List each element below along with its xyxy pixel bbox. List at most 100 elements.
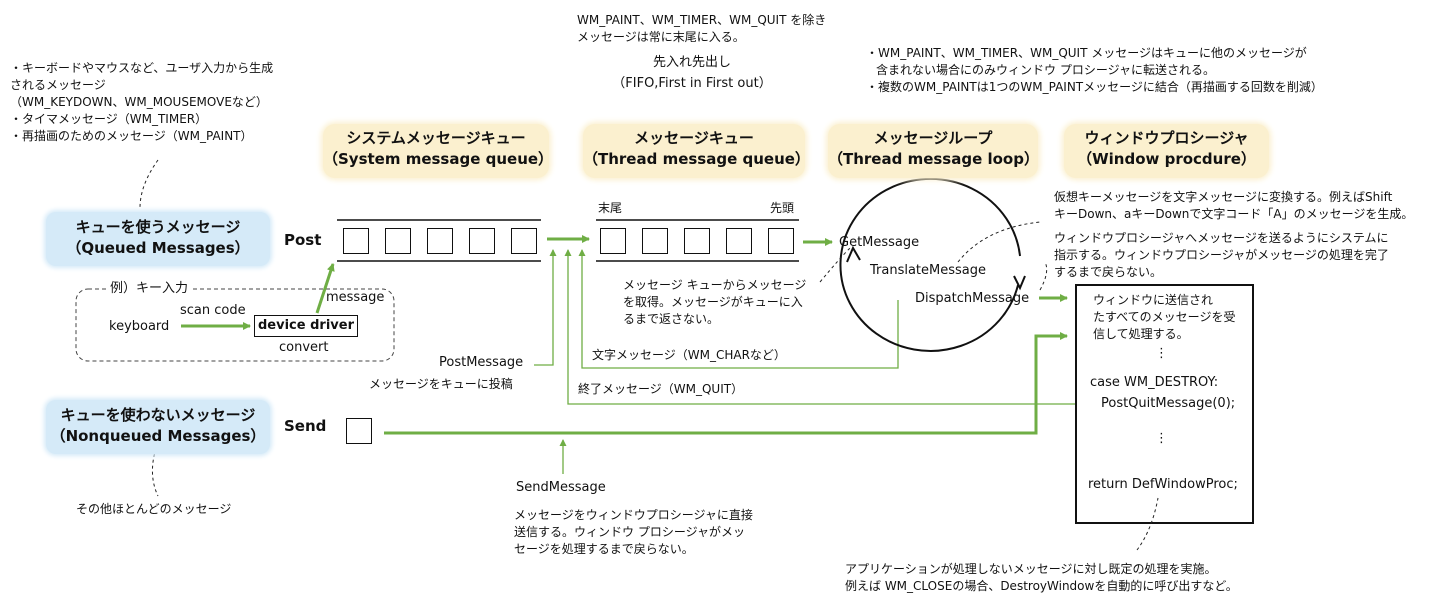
note-line: するまで戻らない。 — [1054, 265, 1163, 279]
message-label: message — [326, 290, 385, 305]
post-message-note: メッセージをキューに投稿 — [369, 377, 513, 391]
post-quit-message: PostQuitMessage(0); — [1101, 395, 1236, 413]
header-title: メッセージキュー — [634, 129, 754, 147]
get-message-note: メッセージ キューからメッセージ を取得。メッセージがキューに入 るまで返さない… — [623, 277, 806, 328]
example-box — [75, 288, 395, 362]
note-line: メッセージ キューからメッセージ — [623, 278, 807, 292]
send-message-label: SendMessage — [516, 480, 606, 495]
loop-arrowhead-right — [1013, 275, 1026, 291]
note-line: 例えば WM_CLOSEの場合、DestroyWindowを自動的に呼び出すなど… — [845, 579, 1238, 593]
thread-queue-slot — [726, 228, 752, 254]
input-message-note: ・キーボードやマウスなど、ユーザ入力から生成 されるメッセージ （WM_KEYD… — [10, 60, 273, 145]
system-queue-slot — [427, 228, 453, 254]
message-loop-circle — [839, 177, 1021, 352]
post-message-line — [534, 249, 557, 366]
convert-label: convert — [279, 340, 329, 355]
char-message-label: 文字メッセージ（WM_CHARなど） — [592, 348, 786, 362]
thread-queue-slot — [642, 228, 668, 254]
thread-queue-rails — [596, 219, 799, 262]
translate-note: 仮想キーメッセージを文字メッセージに変換する。例えばShift キーDown、a… — [1054, 189, 1413, 223]
keyboard-label: keyboard — [109, 319, 170, 334]
nonqueued-title: キューを使わないメッセージ — [60, 406, 256, 424]
quit-message-label: 終了メッセージ（WM_QUIT） — [578, 382, 744, 396]
loop-header: メッセージループ （Thread message loop） — [828, 124, 1039, 178]
send-message-note: メッセージをウィンドウプロシージャに直接 送信する。ウィンドウ プロシージャがメ… — [514, 507, 753, 558]
note-line: を取得。メッセージがキューに入 — [623, 295, 803, 309]
translate-message-label: TranslateMessage — [870, 263, 987, 278]
header-title: システムメッセージキュー — [346, 129, 526, 147]
system-queue-slot — [343, 228, 369, 254]
fifo-note: 先入れ先出し （FIFO,First in First out） — [592, 52, 792, 94]
char-message-line — [578, 249, 899, 369]
thread-queue-header: メッセージキュー （Thread message queue） — [583, 124, 810, 178]
queue-head-label: 先頭 — [770, 201, 795, 215]
note-line: ・タイマメッセージ（WM_TIMER） — [10, 112, 208, 126]
example-label: 例）キー入力 — [106, 280, 193, 298]
note-line: ・複数のWM_PAINTは1つのWM_PAINTメッセージに結合（再描画する回数… — [866, 80, 1323, 94]
get-message-label: GetMessage — [839, 235, 920, 250]
ellipsis-vertical: ⋮ — [1155, 431, 1168, 446]
dispatch-message-label: DispatchMessage — [915, 291, 1030, 306]
system-queue-header: システムメッセージキュー （System message queue） — [323, 124, 554, 178]
window-proc-header: ウィンドウプロシージャ （Window procdure） — [1064, 124, 1269, 178]
header-title: ウィンドウプロシージャ — [1084, 129, 1249, 147]
note-line: （WM_KEYDOWN、WM_MOUSEMOVEなど） — [10, 95, 268, 109]
note-line: WM_PAINT、WM_TIMER、WM_QUIT を除き — [577, 13, 827, 27]
note-line: 仮想キーメッセージを文字メッセージに変換する。例えばShift — [1054, 190, 1393, 204]
note-connectors — [139, 159, 1159, 551]
note-line: セージを処理するまで戻らない。 — [514, 542, 694, 556]
thread-queue-slot — [600, 228, 626, 254]
paint-note: ・WM_PAINT、WM_TIMER、WM_QUIT メッセージはキューに他のメ… — [866, 45, 1323, 96]
ellipsis-vertical: ⋮ — [1155, 346, 1168, 361]
header-sub: （Thread message loop） — [828, 150, 1039, 168]
note-line: ・再描画のためのメッセージ（WM_PAINT） — [10, 129, 253, 143]
fifo-title: 先入れ先出し — [652, 55, 731, 70]
queue-tail-label: 末尾 — [598, 201, 623, 215]
quit-message-line — [564, 249, 1095, 405]
device-to-queue-arrow — [315, 263, 335, 314]
queued-sub: （Queued Messages） — [66, 239, 250, 257]
scan-code-label: scan code — [180, 303, 246, 318]
fifo-sub: （FIFO,First in First out） — [612, 76, 772, 91]
note-line: ウィンドウプロシージャへメッセージを送るようにシステムに — [1054, 231, 1389, 245]
queued-messages-box: キューを使うメッセージ （Queued Messages） — [46, 212, 270, 266]
note-line: 送信する。ウィンドウ プロシージャがメッ — [514, 525, 745, 539]
system-queue-slot — [469, 228, 495, 254]
send-message-slot — [346, 418, 372, 444]
note-line: ・キーボードやマウスなど、ユーザ入力から生成 — [10, 61, 274, 75]
case-wm-destroy: case WM_DESTROY: — [1090, 375, 1219, 390]
thread-queue-slot — [768, 228, 794, 254]
note-line: アプリケーションが処理しないメッセージに対し既定の処理を実施。 — [845, 562, 1217, 576]
system-queue-slot — [511, 228, 537, 254]
header-title: メッセージループ — [873, 129, 993, 147]
note-line: るまで返さない。 — [623, 312, 720, 326]
system-queue-rails — [337, 219, 541, 262]
post-label: Post — [284, 231, 322, 249]
note-line: メッセージは常に末尾に入る。 — [577, 30, 745, 44]
note-line: 指示する。ウィンドウプロシージャがメッセージの処理を完了 — [1054, 248, 1389, 262]
header-sub: （Thread message queue） — [583, 150, 810, 168]
note-line: 含まれない場合にのみウィンドウ プロシージャに転送される。 — [876, 63, 1215, 77]
note-line: ウィンドウに送信され — [1093, 293, 1214, 307]
header-sub: （Window procdure） — [1077, 150, 1256, 168]
default-proc-note: アプリケーションが処理しないメッセージに対し既定の処理を実施。 例えば WM_C… — [845, 561, 1238, 595]
other-messages-note: その他ほとんどのメッセージ — [76, 502, 232, 516]
thread-queue-note: WM_PAINT、WM_TIMER、WM_QUIT を除き メッセージは常に末尾… — [577, 12, 826, 46]
note-line: たすべてのメッセージを受 — [1093, 310, 1236, 324]
device-driver-box: device driver — [254, 315, 358, 337]
thread-queue-slot — [684, 228, 710, 254]
return-def-window-proc: return DefWindowProc; — [1088, 477, 1238, 492]
note-line: されるメッセージ — [10, 78, 106, 92]
note-line: メッセージをウィンドウプロシージャに直接 — [514, 508, 753, 522]
window-proc-intro: ウィンドウに送信され たすべてのメッセージを受 信して処理する。 — [1093, 292, 1235, 343]
nonqueued-messages-box: キューを使わないメッセージ （Nonqueued Messages） — [46, 400, 270, 454]
system-queue-slot — [385, 228, 411, 254]
note-line: キーDown、aキーDownで文字コード「A」のメッセージを生成。 — [1054, 207, 1414, 221]
dispatch-note: ウィンドウプロシージャへメッセージを送るようにシステムに 指示する。ウィンドウプ… — [1054, 230, 1389, 281]
nonqueued-sub: （Nonqueued Messages） — [50, 427, 266, 445]
send-arrow — [384, 332, 1068, 435]
note-line: 信して処理する。 — [1093, 327, 1189, 341]
queued-title: キューを使うメッセージ — [75, 218, 241, 236]
loop-arrowhead-left — [846, 245, 861, 263]
header-sub: （System message queue） — [323, 150, 554, 168]
